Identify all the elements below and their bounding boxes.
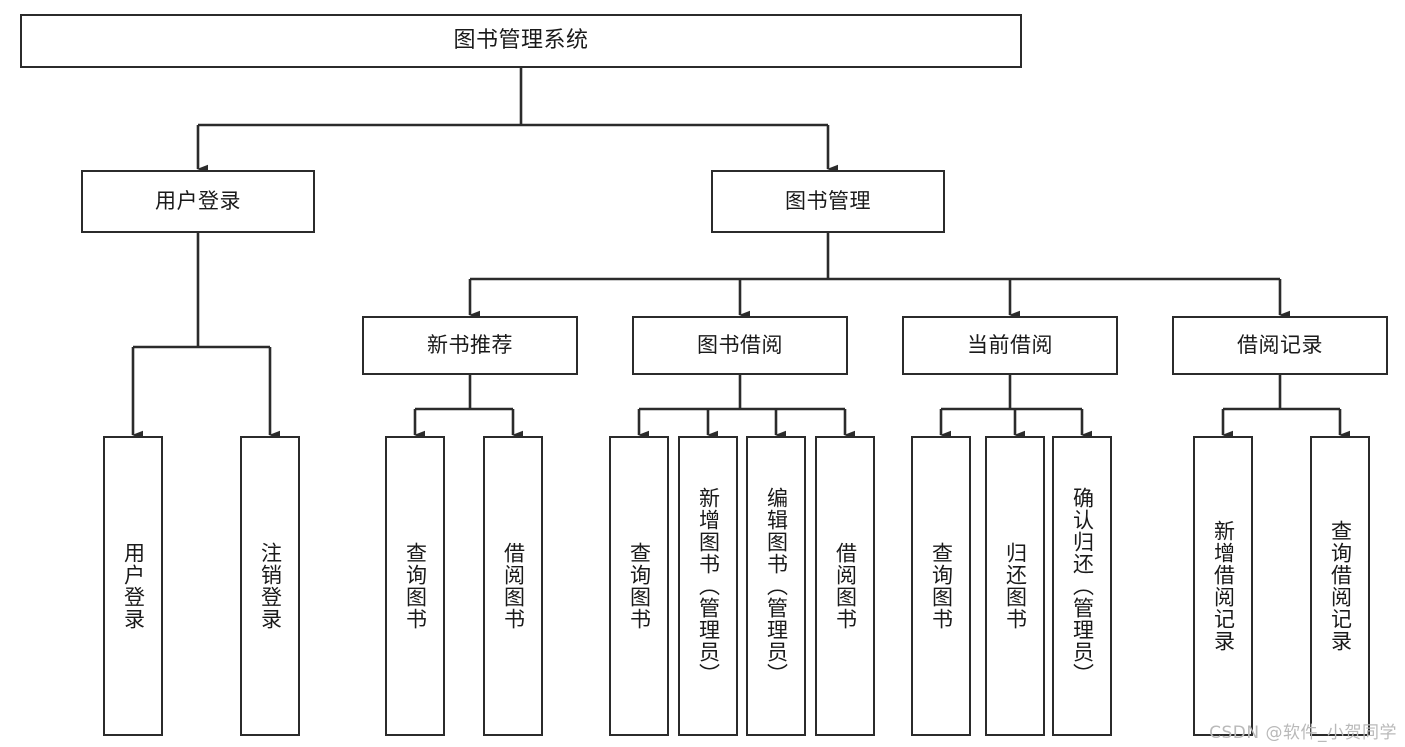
node-l_logout: 注销登录 (240, 436, 300, 736)
node-borrow: 图书借阅 (632, 316, 848, 375)
node-label: 借阅记录 (1237, 333, 1323, 358)
node-r_query: 查询借阅记录 (1310, 436, 1370, 736)
node-b_query: 查询图书 (609, 436, 669, 736)
node-n_borrow: 借阅图书 (483, 436, 543, 736)
node-root: 图书管理系统 (20, 14, 1022, 68)
connector-edges (131, 68, 1350, 440)
node-label: 查询图书 (403, 542, 428, 630)
node-label: 查询图书 (627, 542, 652, 630)
watermark-label: CSDN @软件_小贺同学 (1209, 723, 1397, 743)
node-label: 借阅图书 (501, 542, 526, 630)
node-label: 图书管理系统 (453, 28, 589, 54)
node-label: 查询图书 (929, 542, 954, 630)
node-label: 新增借阅记录 (1211, 520, 1236, 652)
node-bookmgmt: 图书管理 (711, 170, 945, 233)
node-r_add: 新增借阅记录 (1193, 436, 1253, 736)
node-current: 当前借阅 (902, 316, 1118, 375)
node-label: 图书管理 (785, 189, 871, 214)
node-b_edit: 编辑图书（管理员） (746, 436, 806, 736)
node-b_add: 新增图书（管理员） (678, 436, 738, 736)
node-c_return: 归还图书 (985, 436, 1045, 736)
node-label: 借阅图书 (833, 542, 858, 630)
node-label: 图书借阅 (697, 333, 783, 358)
node-c_query: 查询图书 (911, 436, 971, 736)
node-b_lend: 借阅图书 (815, 436, 875, 736)
node-label: 编辑图书（管理员） (764, 487, 789, 685)
node-label: 归还图书 (1003, 542, 1028, 630)
node-label: 注销登录 (258, 542, 283, 630)
node-newbook: 新书推荐 (362, 316, 578, 375)
node-c_confirm: 确认归还（管理员） (1052, 436, 1112, 736)
node-label: 确认归还（管理员） (1070, 487, 1095, 685)
node-label: 用户登录 (121, 542, 146, 630)
node-label: 用户登录 (155, 189, 241, 214)
node-label: 当前借阅 (967, 333, 1053, 358)
node-login: 用户登录 (81, 170, 315, 233)
node-label: 新增图书（管理员） (696, 487, 721, 685)
node-label: 查询借阅记录 (1328, 520, 1353, 652)
node-records: 借阅记录 (1172, 316, 1388, 375)
node-label: 新书推荐 (427, 333, 513, 358)
node-n_query: 查询图书 (385, 436, 445, 736)
node-l_login: 用户登录 (103, 436, 163, 736)
